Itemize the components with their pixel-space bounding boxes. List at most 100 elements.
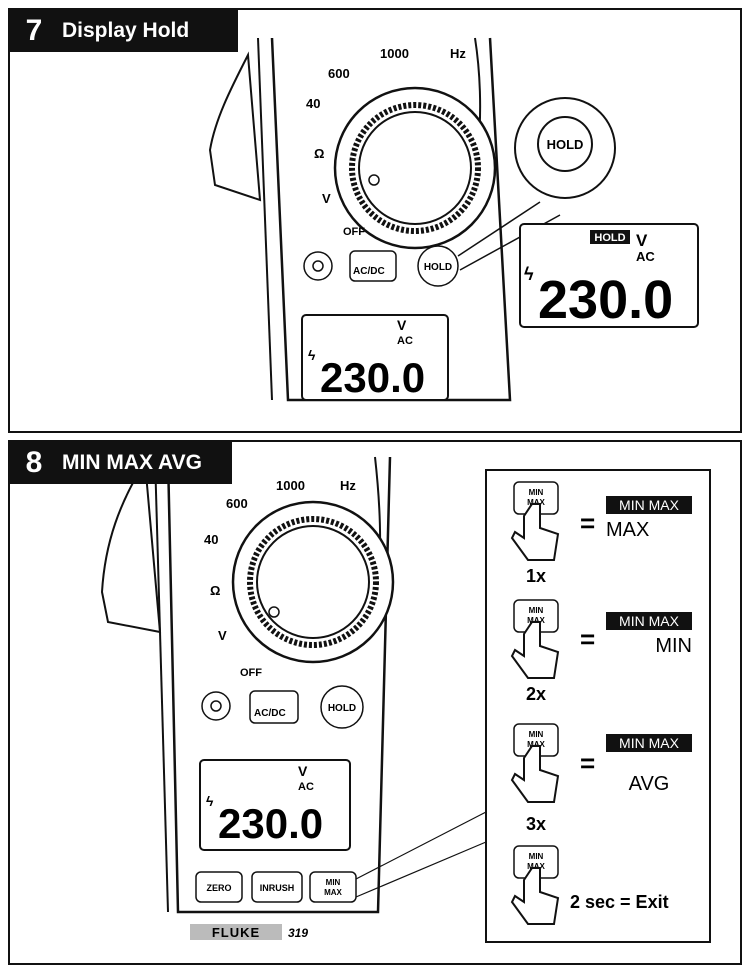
dial-label-hz: Hz: [450, 46, 466, 61]
sun-icon: [312, 260, 324, 272]
svg-text:MAX: MAX: [527, 740, 545, 749]
lcd-value: 230.0: [320, 354, 425, 401]
dial-pointer: [268, 606, 280, 618]
step-number: 8: [25, 446, 43, 479]
acdc-button-label: AC/DC: [254, 708, 286, 719]
step-7-illustration: 1000 Hz 600 40 Ω V OFF AC/DC HOLD V AC ϟ…: [208, 37, 699, 402]
callout-lcd-value: 230.0: [538, 270, 673, 330]
acdc-button-label: AC/DC: [353, 266, 385, 277]
lcd-unit-sub: AC: [298, 781, 314, 793]
minmax-badge: [606, 612, 692, 630]
step-8-illustration: 1000 Hz 600 40 Ω V OFF AC/DC HOLD V AC ϟ…: [100, 456, 711, 943]
dial-label-off: OFF: [343, 226, 365, 238]
callout-lightning-icon: ϟ: [524, 264, 534, 284]
backlight-button[interactable]: [303, 251, 333, 281]
svg-text:MAX: MAX: [527, 862, 545, 871]
svg-text:MAX: MAX: [527, 498, 545, 507]
zero-button-label: ZERO: [206, 883, 231, 893]
minmax-badge-label: MIN MAX: [619, 735, 680, 751]
model-number: 319: [288, 926, 308, 940]
mode-label: MIN: [655, 635, 692, 657]
minmax-badge-label: MIN MAX: [619, 613, 680, 629]
minmax-badge-label: MIN MAX: [619, 497, 680, 513]
hold-badge-label: HOLD: [594, 232, 625, 244]
brand-logo: FLUKE: [212, 925, 260, 940]
dial-label-1000: 1000: [380, 46, 409, 61]
step-number: 7: [25, 14, 43, 47]
callout-hold-button: [537, 116, 593, 172]
hold-button-label: HOLD: [424, 262, 452, 273]
svg-text:MIN: MIN: [529, 606, 544, 615]
hold-badge: [590, 230, 630, 244]
pointing-hand-icon: [510, 621, 560, 679]
lcd-unit: V: [298, 763, 308, 779]
mode-label: MAX: [606, 519, 649, 541]
minmax-badge: [606, 734, 692, 752]
zero-button[interactable]: [195, 871, 243, 903]
minmax-button[interactable]: [309, 871, 357, 903]
callout-lcd-sub: AC: [636, 249, 655, 264]
step-7-panel: 1000 Hz 600 40 Ω V OFF AC/DC HOLD V AC ϟ…: [8, 8, 742, 433]
legend-row-exit: MIN MAX 2 sec = Exit: [510, 845, 669, 925]
dial-label-volts: V: [322, 191, 331, 206]
lightning-icon: ϟ: [206, 793, 214, 809]
svg-text:MIN: MIN: [529, 730, 544, 739]
pointing-hand-icon: [510, 745, 560, 803]
acdc-button[interactable]: [249, 690, 299, 724]
dial-label-off: OFF: [240, 667, 262, 679]
lcd-display: [199, 759, 351, 851]
legend-row-1: MIN MAX 1x = MIN MAX MAX: [510, 481, 692, 586]
minmax-button-label-1: MIN: [326, 878, 341, 887]
hold-button[interactable]: [417, 245, 459, 287]
lcd-display: [301, 314, 449, 401]
dial-label-40: 40: [204, 532, 218, 547]
equals-sign: =: [580, 508, 595, 538]
step-title: Display Hold: [62, 19, 190, 42]
clamp-jaw-left: [208, 51, 262, 202]
svg-text:MIN: MIN: [529, 852, 544, 861]
lcd-unit: V: [397, 317, 407, 333]
clamp-jaw-left: [100, 458, 162, 634]
press-count: 1x: [526, 566, 546, 586]
press-count: 2x: [526, 684, 546, 704]
dial-label-600: 600: [328, 66, 350, 81]
pointing-hand-icon: [510, 503, 560, 561]
minmax-badge: [606, 496, 692, 514]
dial-label-volts: V: [218, 628, 227, 643]
dial-label-1000: 1000: [276, 478, 305, 493]
mode-label: AVG: [629, 773, 670, 795]
svg-text:MIN: MIN: [529, 488, 544, 497]
svg-text:MAX: MAX: [527, 616, 545, 625]
sun-icon: [210, 700, 222, 712]
dial-label-hz: Hz: [340, 478, 356, 493]
lcd-value: 230.0: [218, 800, 323, 847]
dial-label-600: 600: [226, 496, 248, 511]
hold-button-label: HOLD: [328, 703, 356, 714]
legend-row-2: MIN MAX 2x = MIN MAX MIN: [510, 599, 692, 704]
inrush-button-label: INRUSH: [260, 883, 295, 893]
step-8-panel: 1000 Hz 600 40 Ω V OFF AC/DC HOLD V AC ϟ…: [8, 440, 742, 965]
dial-label-40: 40: [306, 96, 320, 111]
dial-pointer: [368, 174, 380, 186]
callout-lcd: [519, 223, 699, 328]
backlight-button[interactable]: [201, 691, 231, 721]
step-title: MIN MAX AVG: [62, 451, 202, 474]
exit-instruction: 2 sec = Exit: [570, 892, 669, 912]
equals-sign: =: [580, 624, 595, 654]
lcd-unit-sub: AC: [397, 335, 413, 347]
brand-plate: [190, 924, 282, 940]
minmax-button-label-2: MAX: [324, 888, 342, 897]
equals-sign: =: [580, 748, 595, 778]
lightning-icon: ϟ: [308, 347, 316, 363]
step-7-header: 7 Display Hold: [10, 10, 238, 52]
dial-label-ohm: Ω: [314, 146, 324, 161]
callout-hold-label: HOLD: [547, 137, 584, 152]
callout-lcd-unit: V: [636, 231, 648, 250]
legend-row-3: MIN MAX 3x = MIN MAX AVG: [510, 723, 692, 834]
inrush-button[interactable]: [251, 871, 303, 903]
acdc-button[interactable]: [349, 250, 397, 282]
dial-label-ohm: Ω: [210, 583, 220, 598]
press-count: 3x: [526, 814, 546, 834]
hold-button[interactable]: [320, 685, 364, 729]
pointing-hand-icon: [510, 867, 560, 925]
